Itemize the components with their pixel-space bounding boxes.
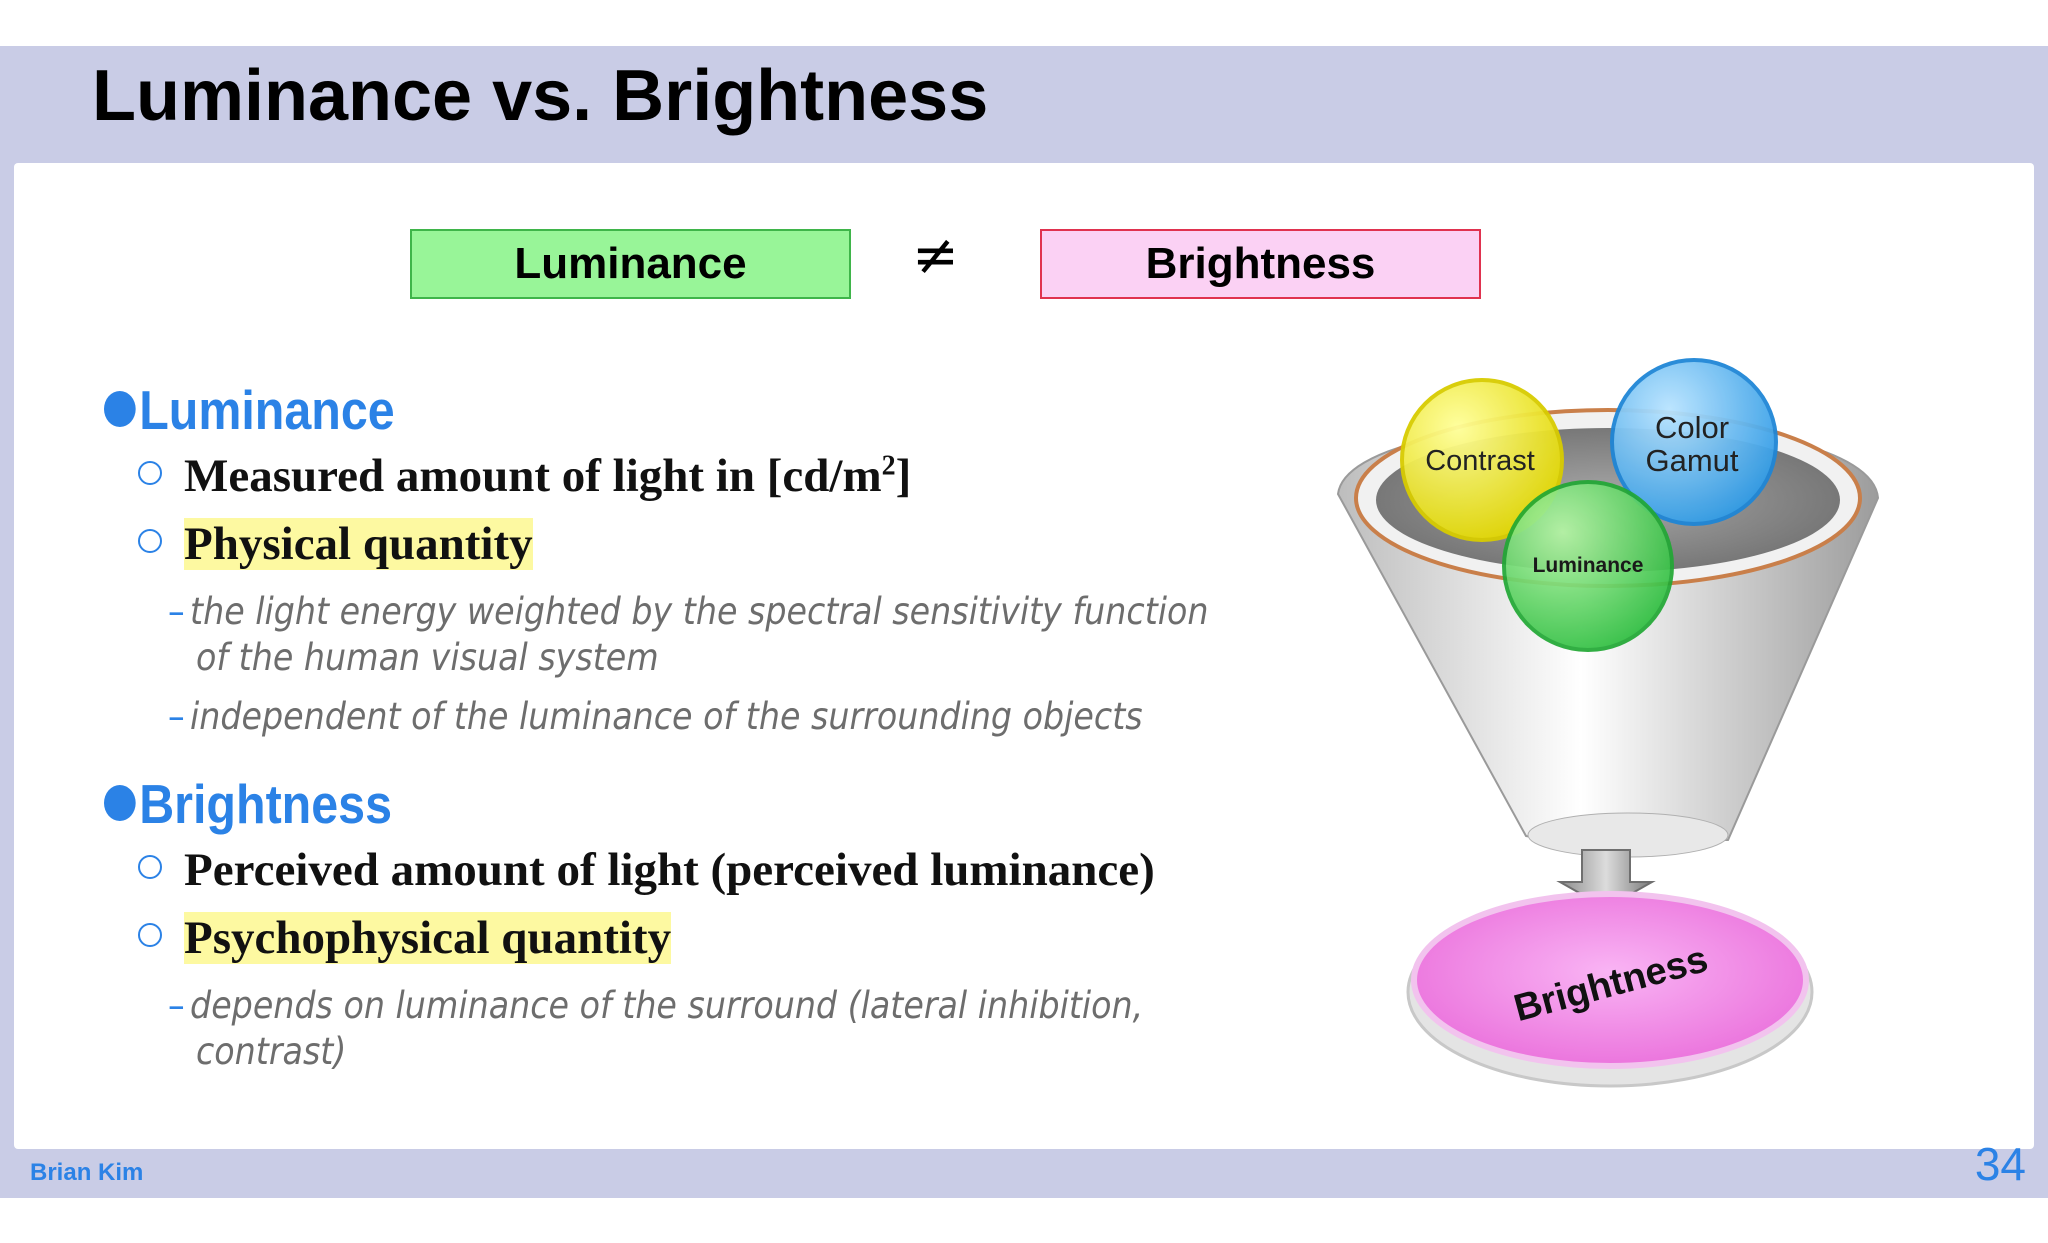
color-gamut-ball-shape [1610, 358, 1778, 526]
note-spectral-sensitivity: –the light energy weighted by the spectr… [168, 590, 1209, 633]
bullet-perceived-amount: Perceived amount of light (perceived lum… [138, 844, 1155, 897]
luminance-ball-shape [1502, 480, 1674, 652]
bullet-dot-icon [104, 785, 136, 821]
diagram-gamut-label: Gamut [1645, 443, 1738, 478]
not-equal-symbol: ≠ [912, 223, 959, 288]
hollow-bullet-icon [138, 461, 162, 485]
luminance-label-box: Luminance [410, 229, 851, 299]
footer-author: Brian Kim [30, 1159, 144, 1186]
note-spectral-sensitivity-cont: of the human visual system [196, 636, 659, 679]
bullet-measured-amount: Measured amount of light in [cd/m2] [138, 450, 911, 503]
section-heading-luminance: Luminance [104, 383, 395, 438]
note-independent-surround: –independent of the luminance of the sur… [168, 695, 1143, 738]
dash-bullet-icon: – [168, 695, 185, 738]
slide-number: 34 [1974, 1138, 2026, 1190]
hollow-bullet-icon [138, 923, 162, 947]
hollow-bullet-icon [138, 529, 162, 553]
brightness-funnel-diagram: Contrast Color Gamut Luminance Brightnes… [1336, 358, 1880, 1088]
hollow-bullet-icon [138, 855, 162, 879]
diagram-luminance-label: Luminance [1533, 554, 1644, 577]
note-depends-surround: –depends on luminance of the surround (l… [168, 984, 1144, 1027]
dash-bullet-icon: – [168, 590, 185, 633]
brightness-label-box: Brightness [1040, 229, 1481, 299]
contrast-ball-shape [1400, 378, 1564, 542]
diagram-contrast-label: Contrast [1425, 445, 1535, 477]
diagram-color-label: Color [1655, 410, 1729, 445]
dash-bullet-icon: – [168, 984, 185, 1027]
slide-title: Luminance vs. Brightness [92, 56, 989, 136]
brightness-disc-shape [1411, 891, 1809, 1069]
section-heading-brightness: Brightness [104, 777, 392, 832]
bullet-physical-quantity: Physical quantity [138, 518, 533, 571]
bullet-dot-icon [104, 391, 136, 427]
bullet-psychophysical-quantity: Psychophysical quantity [138, 912, 672, 965]
note-depends-surround-cont: contrast) [196, 1030, 347, 1073]
